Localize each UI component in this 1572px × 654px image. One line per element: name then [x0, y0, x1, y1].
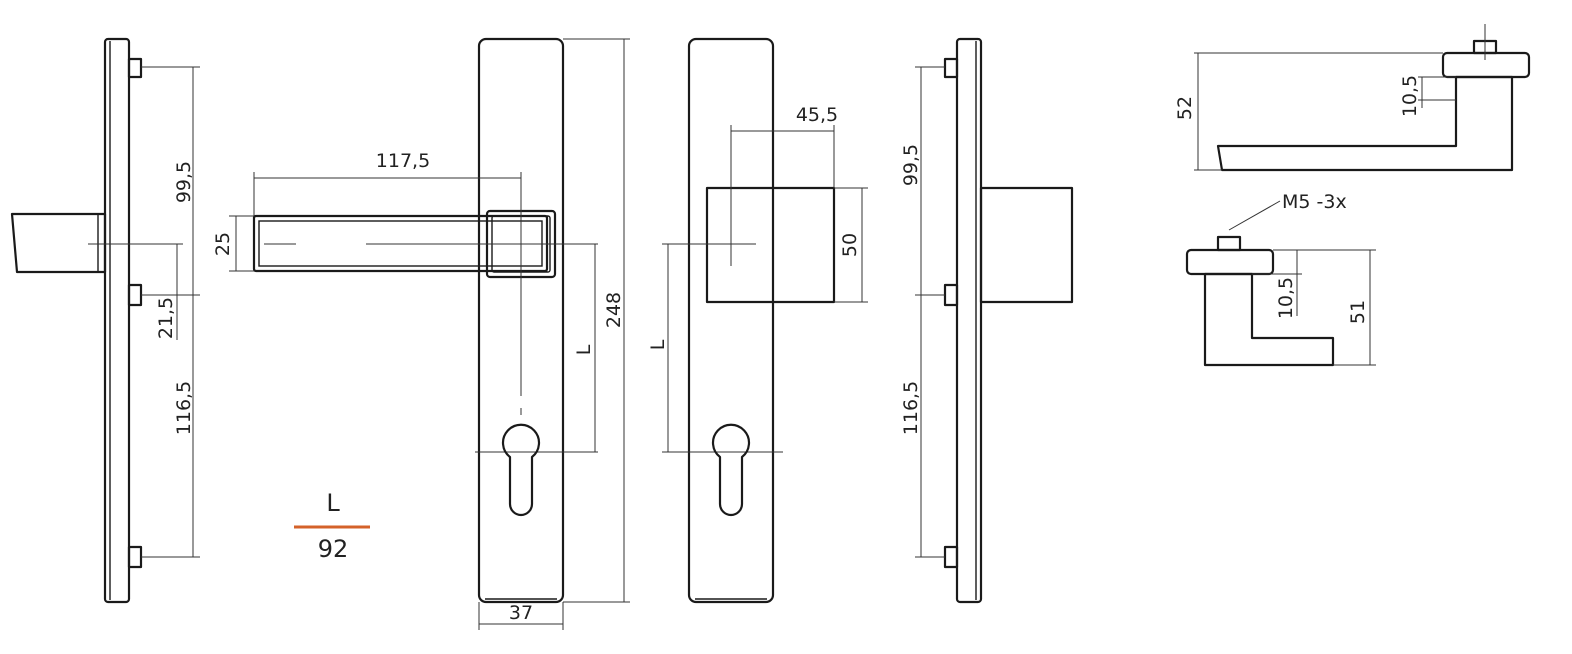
cylinder-keyhole-knob	[711, 423, 751, 517]
dim-99-5-left: 99,5	[173, 161, 195, 203]
screw-middle	[127, 283, 143, 307]
dim-99-5-right: 99,5	[900, 144, 922, 186]
dim-10-5-bottom: 10,5	[1275, 277, 1297, 319]
screw-bottom-right	[943, 545, 959, 569]
dim-45-5: 45,5	[796, 104, 838, 126]
dim-248: 248	[603, 292, 625, 328]
screw-top-right	[943, 57, 959, 79]
backplate-side-left	[103, 37, 131, 604]
dim-51: 51	[1347, 300, 1369, 324]
dim-l-knob: L	[647, 339, 669, 350]
backplate-knob	[687, 37, 775, 604]
front-view-knob	[662, 37, 868, 604]
dim-21-5: 21,5	[155, 297, 177, 339]
screw-top	[127, 57, 143, 79]
lever-profile	[1216, 75, 1514, 172]
screw-bottom	[127, 545, 143, 569]
dim-117-5: 117,5	[376, 150, 430, 172]
thread-callout-m5: M5 -3x	[1282, 191, 1347, 213]
lever-profile-view	[1194, 24, 1531, 172]
cylinder-keyhole-front	[501, 423, 541, 517]
dim-25: 25	[212, 232, 234, 256]
dim-116-5-right: 116,5	[900, 381, 922, 435]
backplate-front	[477, 37, 565, 604]
screw-profile-bottom	[1216, 235, 1242, 252]
legend-value: 92	[318, 535, 349, 563]
dim-l-front: L	[573, 344, 595, 355]
side-view-left	[10, 37, 200, 604]
screw-middle-right	[943, 283, 959, 307]
handle-stub-side	[10, 212, 107, 274]
m5-leader-line	[1228, 200, 1281, 231]
legend-label: L	[326, 489, 340, 517]
rosette-profile-top	[1441, 51, 1531, 79]
dim-52: 52	[1174, 96, 1196, 120]
knob-profile-view	[1185, 200, 1376, 367]
backplate-side-right	[955, 37, 983, 604]
knob-side	[979, 186, 1074, 304]
dim-116-5-left: 116,5	[173, 381, 195, 435]
side-view-right	[915, 37, 1074, 604]
dim-10-5-top: 10,5	[1399, 75, 1421, 117]
legend-l-92: L 92	[294, 489, 370, 563]
dim-37: 37	[509, 602, 533, 624]
dim-50: 50	[839, 233, 861, 257]
knob-profile	[1203, 272, 1335, 367]
front-view-lever	[229, 37, 630, 630]
rosette-profile-bottom	[1185, 248, 1275, 276]
square-knob	[705, 186, 836, 304]
